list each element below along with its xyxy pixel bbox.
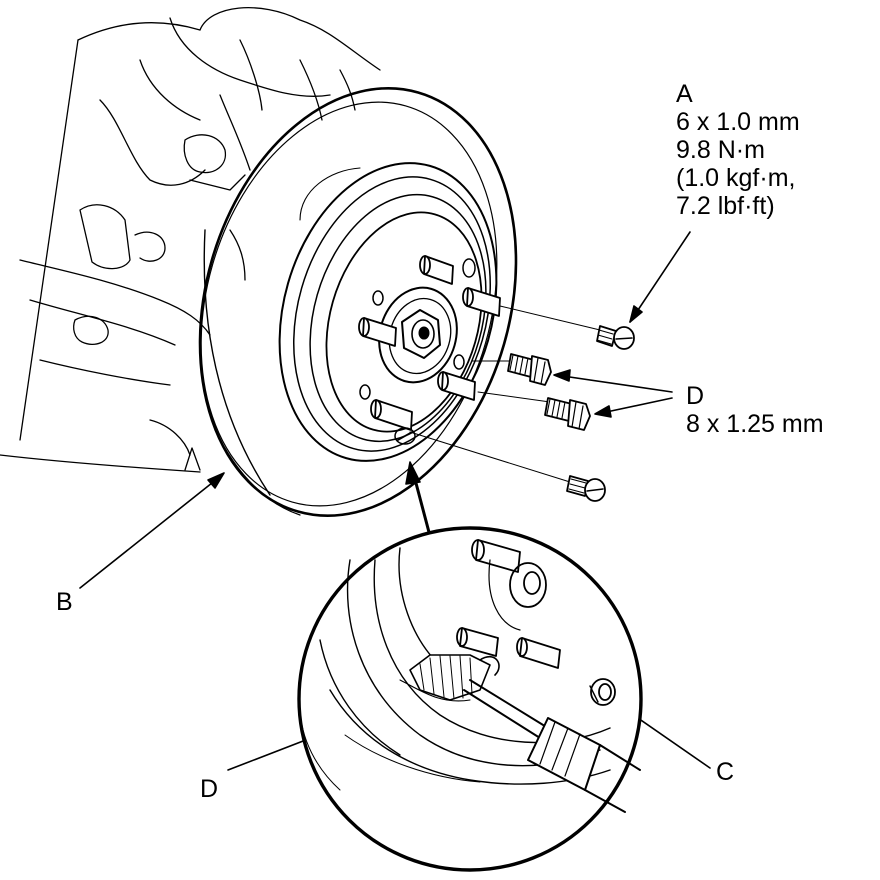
detail-stud: [456, 627, 499, 657]
bolt-d-upper: [507, 353, 552, 386]
disc-screw-holes: [359, 258, 476, 445]
callout-d-size: 8 x 1.25 mm: [686, 410, 824, 438]
callout-a-torque-kgf: (1.0 kgf·m,: [676, 164, 796, 192]
suspension-knuckle-background: [0, 7, 381, 473]
detail-stud: [471, 539, 521, 573]
brake-disc: [198, 86, 518, 518]
disc-hat-section: [278, 162, 498, 462]
screw-a: [596, 325, 635, 350]
bolt-d-lower: [544, 397, 591, 431]
wheel-stud: [370, 399, 413, 431]
callout-b-letter: B: [56, 588, 73, 616]
callout-d-detail-letter: D: [200, 775, 219, 803]
detail-adjuster: [399, 654, 500, 702]
wheel-stud: [437, 371, 476, 401]
callout-d-letter: D: [686, 382, 705, 410]
callout-c-letter: C: [716, 758, 735, 786]
screwdriver: [463, 679, 641, 813]
callout-a-letter: A: [676, 80, 693, 108]
callout-d-spec: D 8 x 1.25 mm: [686, 382, 824, 438]
callout-a-torque-nm: 9.8 N·m: [676, 136, 765, 164]
callout-a-torque-lbf: 7.2 lbf·ft): [676, 192, 775, 220]
wheel-studs: [358, 255, 501, 431]
wheel-stud: [462, 287, 501, 317]
detail-screw-c: [589, 678, 616, 706]
callout-a-spec: A 6 x 1.0 mm 9.8 N·m (1.0 kgf·m, 7.2 lbf…: [676, 80, 800, 220]
detail-view: [297, 526, 643, 872]
wheel-stud: [358, 317, 397, 347]
detail-stud: [516, 637, 561, 669]
detail-hub-hole: [488, 559, 547, 631]
alignment-lines: [409, 305, 601, 483]
callout-a-size: 6 x 1.0 mm: [676, 108, 800, 136]
screw-lower: [566, 475, 606, 502]
wheel-stud: [419, 255, 454, 285]
